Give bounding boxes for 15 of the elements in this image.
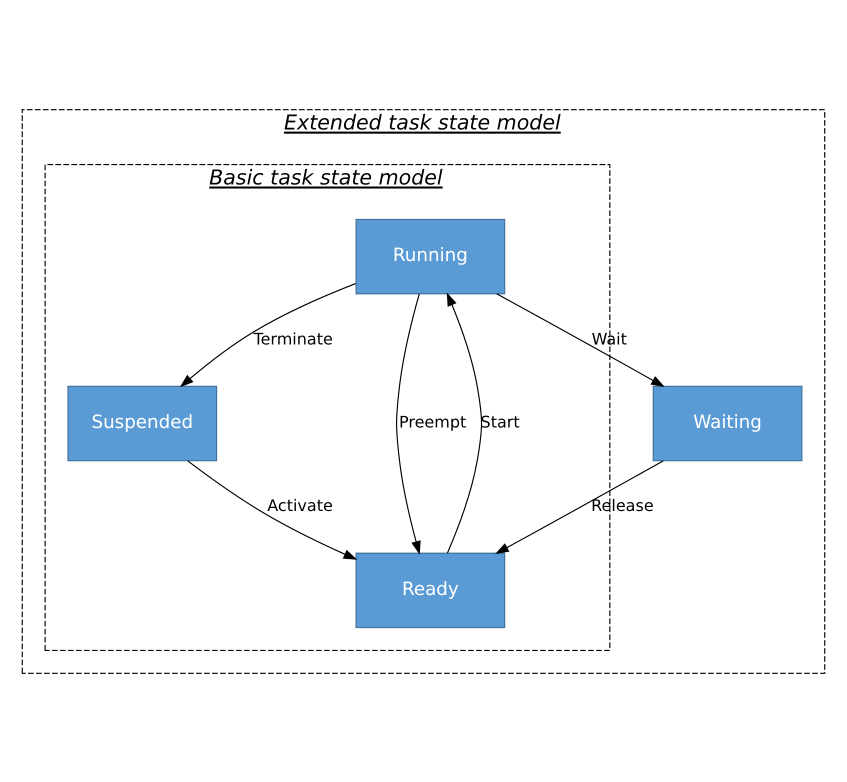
arrow	[446, 292, 482, 553]
arrow	[495, 460, 664, 554]
edge-label: Terminate	[254, 328, 333, 348]
edge-label: Wait	[592, 328, 627, 348]
node-box: Suspended	[67, 385, 218, 461]
arrow	[180, 282, 356, 387]
arrow	[496, 292, 665, 387]
arrow	[396, 293, 421, 554]
node-box: Ready	[355, 552, 506, 628]
edge-label: Release	[591, 496, 654, 515]
edge-label: Activate	[267, 496, 333, 515]
edge-label: Preempt	[398, 412, 466, 432]
node-box: Waiting	[652, 385, 802, 461]
arrow	[187, 460, 358, 560]
node-box: Running	[355, 218, 506, 294]
